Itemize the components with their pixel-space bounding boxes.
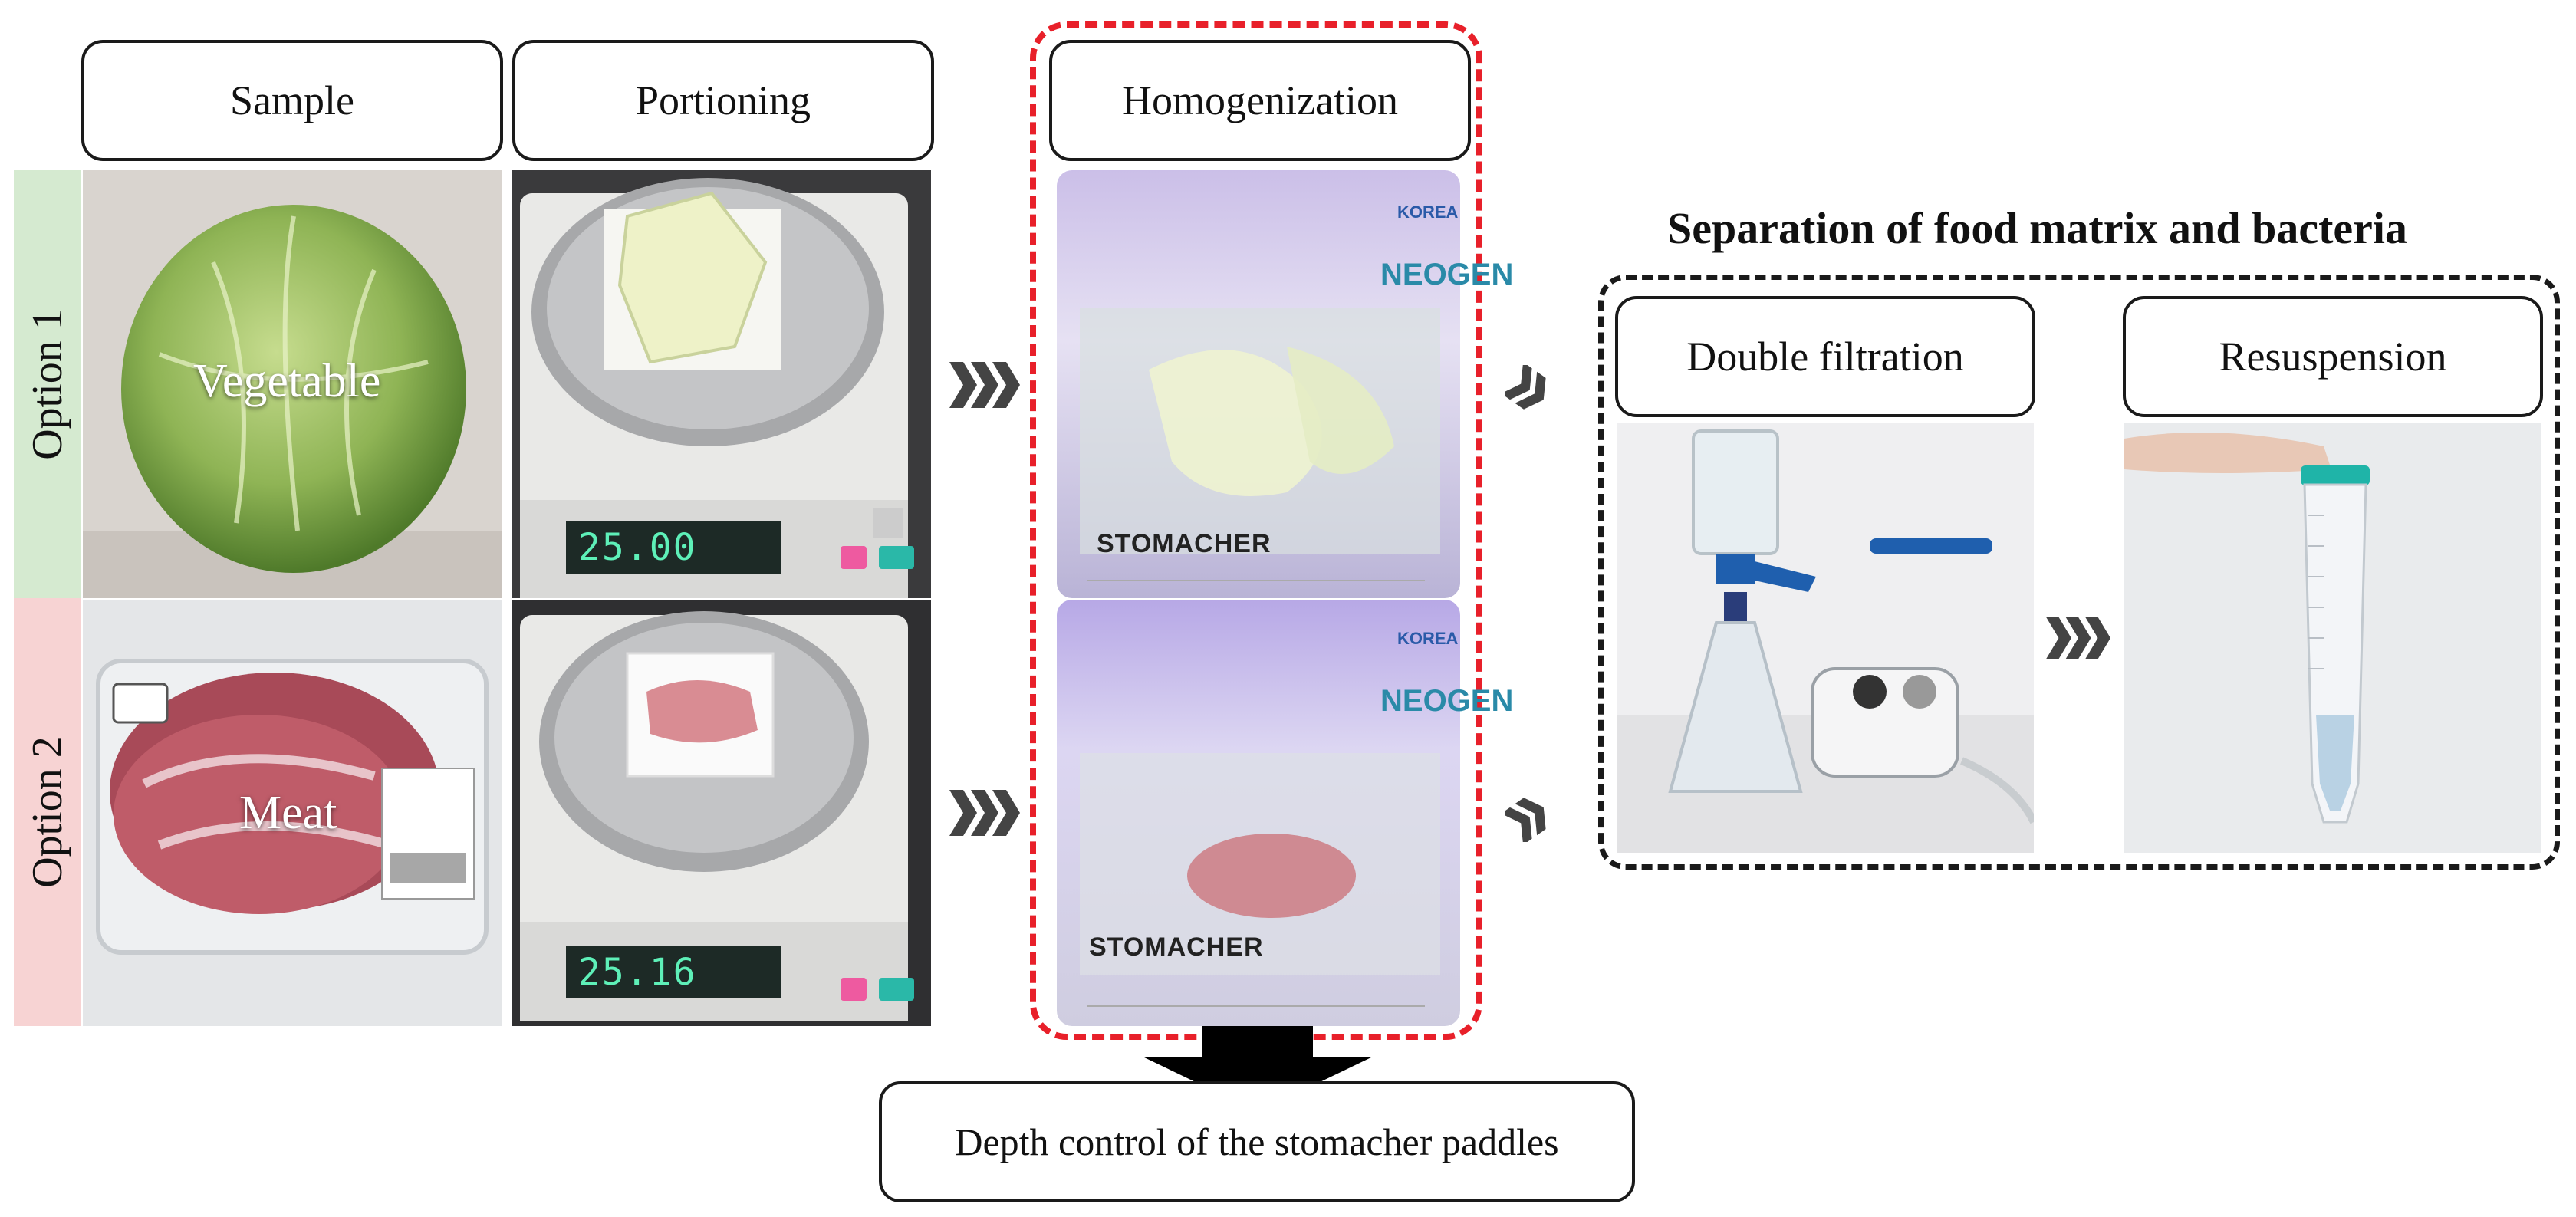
depth-control-box: Depth control of the stomacher paddles	[879, 1081, 1635, 1202]
separation-title: Separation of food matrix and bacteria	[1667, 203, 2407, 253]
bag-label-1: STOMACHER	[1097, 529, 1272, 558]
stomacher-bag-meat	[1057, 600, 1460, 1026]
bag-brand-1: NEOGEN	[1380, 258, 1514, 291]
down-arrow-icon	[1143, 1026, 1373, 1112]
chevron-arrow-icon	[949, 790, 1020, 836]
bag-logo-1: KOREA	[1397, 202, 1459, 222]
vegetable-label: Vegetable	[193, 355, 381, 407]
bag-label-2: STOMACHER	[1089, 932, 1264, 962]
option-1-band: Option 1	[14, 170, 81, 598]
header-portioning: Portioning	[512, 40, 934, 161]
bag-brand-2: NEOGEN	[1380, 684, 1514, 718]
scale-button-pink-2	[841, 978, 867, 1001]
scale-button-pink	[841, 546, 867, 569]
chevron-arrow-icon	[2046, 617, 2110, 659]
header-sample: Sample	[81, 40, 503, 161]
header-double-filtration: Double filtration	[1615, 296, 2035, 417]
scale-button-teal	[879, 546, 914, 569]
stomacher-bag-vegetable	[1057, 170, 1460, 598]
vegetable-photo	[83, 170, 502, 598]
chevron-arrow-icon	[1505, 798, 1546, 842]
header-resuspension: Resuspension	[2123, 296, 2543, 417]
filtration-photo	[1617, 423, 2034, 853]
chevron-arrow-icon	[949, 362, 1020, 408]
scale-reading-1: 25.00	[578, 526, 697, 569]
header-homogenization: Homogenization	[1049, 40, 1471, 161]
chevron-arrow-icon	[1505, 365, 1546, 410]
option-2-label: Option 2	[24, 736, 71, 888]
scale-button-teal-2	[879, 978, 914, 1001]
scale-display-2: 25.16	[566, 946, 781, 998]
option-1-label: Option 1	[24, 308, 71, 460]
scale-display-1: 25.00	[566, 521, 781, 574]
meat-label: Meat	[239, 787, 337, 839]
bag-logo-2: KOREA	[1397, 629, 1459, 648]
option-2-band: Option 2	[14, 598, 81, 1026]
resuspension-photo	[2124, 423, 2541, 853]
meat-photo	[83, 600, 502, 1026]
separation-frame	[1598, 275, 2560, 870]
scale-reading-2: 25.16	[578, 951, 697, 994]
